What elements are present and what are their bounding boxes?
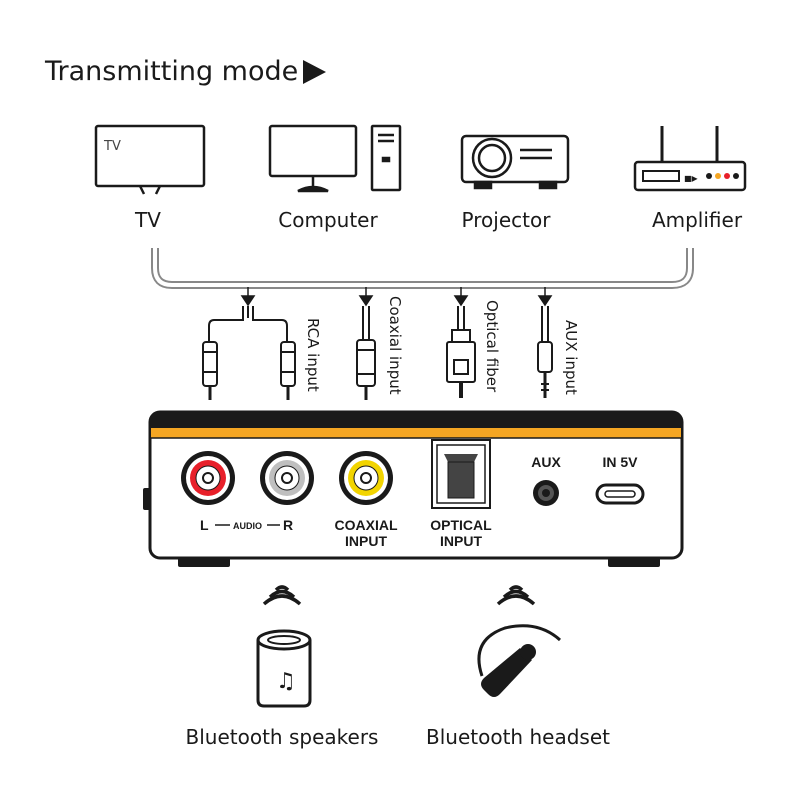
port-label-audio: AUDIO bbox=[233, 521, 262, 531]
tv-icon bbox=[94, 124, 206, 195]
speaker-icon: ♫ bbox=[256, 629, 312, 708]
svg-text:♫: ♫ bbox=[276, 669, 296, 694]
transmitter-device bbox=[143, 410, 684, 567]
aux-cable-icon bbox=[537, 306, 553, 398]
wireless-signal-icon bbox=[496, 585, 536, 606]
page-title: Transmitting mode bbox=[44, 56, 298, 87]
optical-cable-icon bbox=[446, 306, 476, 398]
cable-label-aux: AUX input bbox=[562, 320, 580, 395]
device-foot-left bbox=[178, 557, 230, 567]
rca-cable-icon bbox=[202, 306, 296, 400]
wireless-signal-icon bbox=[262, 585, 302, 606]
output-label-speakers: Bluetooth speakers bbox=[186, 725, 379, 749]
connection-bracket bbox=[151, 248, 694, 289]
device-label-projector: Projector bbox=[462, 208, 552, 232]
computer-icon bbox=[268, 124, 402, 193]
accent-stripe bbox=[151, 428, 681, 438]
port-label-coaxial: COAXIAL bbox=[335, 517, 398, 533]
projector-icon bbox=[460, 134, 570, 190]
port-label-aux: AUX bbox=[531, 454, 561, 470]
port-label-power: IN 5V bbox=[602, 454, 638, 470]
port-label-coaxial-input: INPUT bbox=[345, 533, 387, 549]
amplifier-icon: ■▶ bbox=[633, 126, 747, 192]
rca-right-port[interactable] bbox=[260, 451, 314, 505]
connection-bracket-inner bbox=[153, 248, 692, 287]
usb-c-port[interactable] bbox=[595, 483, 645, 505]
port-label-l: L bbox=[200, 517, 209, 533]
coaxial-cable-icon bbox=[356, 306, 376, 400]
port-label-optical: OPTICAL bbox=[430, 517, 492, 533]
device-label-tv: TV bbox=[134, 208, 161, 232]
arrow-down-icon bbox=[240, 287, 553, 307]
svg-text:■▶: ■▶ bbox=[684, 174, 699, 183]
port-label-r: R bbox=[283, 517, 293, 533]
port-label-optical-input: INPUT bbox=[440, 533, 482, 549]
cable-label-optical: Optical fiber bbox=[483, 300, 501, 393]
device-label-computer: Computer bbox=[278, 208, 378, 232]
cable-label-rca: RCA input bbox=[304, 318, 322, 392]
headset-icon bbox=[477, 624, 562, 697]
optical-port[interactable] bbox=[431, 439, 491, 509]
aux-port[interactable] bbox=[533, 480, 559, 506]
play-arrow-icon bbox=[303, 60, 326, 84]
cable-label-coaxial: Coaxial input bbox=[386, 296, 404, 395]
device-foot-right bbox=[608, 557, 660, 567]
tv-screen-label: TV bbox=[103, 139, 121, 154]
device-label-amplifier: Amplifier bbox=[652, 208, 743, 232]
coaxial-port[interactable] bbox=[339, 451, 393, 505]
rca-left-port[interactable] bbox=[181, 451, 235, 505]
output-label-headset: Bluetooth headset bbox=[426, 725, 610, 749]
